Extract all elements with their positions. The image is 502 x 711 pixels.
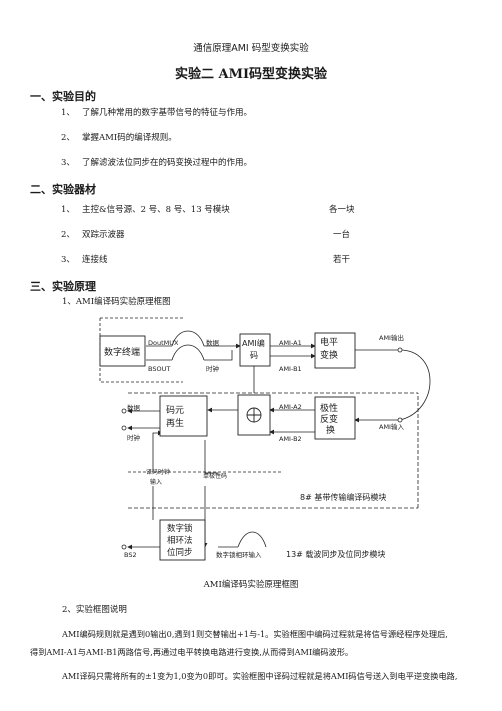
purpose-item: 了解滤波法位同步在的码变换过程中的作用。 [82,158,253,168]
ami-block-diagram: 数字终端 DoutMUX BSOUT 数据 时钟 AMI编 码 AMI-A1 A… [99,317,431,561]
equipment-num: 2、 [61,230,75,240]
page-header: 通信原理AMI 码型变换实验 [193,43,309,54]
polarity-inverse-block [314,396,356,440]
equipment-item: 双踪示波器 [82,230,125,240]
dpll-label: 相环法 [167,535,193,546]
section-equipment-heading: 二、实验器材 [30,183,96,196]
clock-out-label: 时钟 [127,433,141,442]
regen-block [159,395,208,437]
ami-enc-label: AMI编 [242,338,265,348]
equipment-num: 3、 [61,255,75,265]
unipolar-label: 单极性码 [203,472,227,480]
subheading-diagram: 1、AMI编译码实验原理框图 [62,297,171,307]
module13-label: 13# 载波同步及位同步模块 [286,549,385,559]
purpose-num: 1、 [61,108,75,118]
equipment-qty: 各一块 [329,205,355,215]
ami-a2-label: AMI-A2 [279,403,302,411]
dpll-input-label: 数字锁相环输入 [216,550,262,559]
ami-a1-label: AMI-A1 [279,339,302,347]
regen-label: 再生 [166,417,184,429]
decode-clock-label: 译码时钟 [146,468,170,476]
dpll-label: 位同步 [167,547,193,558]
paragraph-line: AMI译码只需将所有的±1变为1,0变为0即可。实验框图中译码过程就是将AMI码… [62,671,458,681]
ami-encoder-block [239,333,271,367]
paragraph-line: AMI编码规则就是遇到0输出0,遇到1则交替输出+1与-1。实验框图中编码过程就… [62,629,448,639]
page-title: 实验二 AMI码型变换实验 [174,67,328,82]
polarity-label: 换 [326,424,335,436]
purpose-item: 了解几种常用的数字基带信号的特征与作用。 [82,108,253,118]
equipment-item: 连接线 [82,255,108,265]
bs2-label: BS2 [124,551,137,559]
purpose-num: 2、 [61,133,75,143]
module8-label: 8# 基带传输编译码模块 [300,492,386,502]
polarity-label: 反变 [320,413,338,425]
paragraph-line: 得到AMI-A1与AMI-B1两路信号,再通过电平转换电路进行变换,从而得到AM… [30,647,354,657]
bsout-label: BSOUT [148,365,170,373]
regen-label: 码元 [166,405,184,416]
terminal-block [99,335,146,367]
equipment-qty: 一台 [333,230,351,240]
decode-clock-label: 输入 [150,478,162,486]
section-purpose-heading: 一、实验目的 [30,90,96,103]
ami-b1-label: AMI-B1 [279,365,302,373]
equipment-item: 主控&信号源、2 号、8 号、13 号模块 [82,205,230,215]
subheading-explanation: 2、实验框图说明 [62,605,127,615]
polarity-label: 极性 [320,402,338,414]
terminal-label: 数字终端 [104,346,140,358]
ami-in-label: AMI输入 [379,422,404,431]
level-label: 电平 [320,336,338,348]
purpose-num: 3、 [61,158,75,168]
data-label: 数据 [206,338,220,347]
clock-label: 时钟 [206,364,220,373]
diagram-caption: AMI编译码实验原理框图 [203,580,299,590]
level-shift-block [314,332,356,369]
doutmux-label: DoutMUX [148,339,179,347]
section-principle-heading: 三、实验原理 [30,280,96,293]
equipment-qty: 若干 [333,255,351,265]
ami-enc-label: 码 [250,351,258,360]
ami-b2-label: AMI-B2 [279,435,302,443]
dpll-label: 数字锁 [167,523,193,534]
dpll-block [159,519,206,561]
ami-out-label: AMI输出 [379,333,404,342]
equipment-num: 1、 [61,205,75,215]
data-out-label: 数据 [127,403,141,412]
purpose-item: 掌握AMI码的编译规则。 [82,133,177,143]
level-label: 变换 [320,349,338,361]
